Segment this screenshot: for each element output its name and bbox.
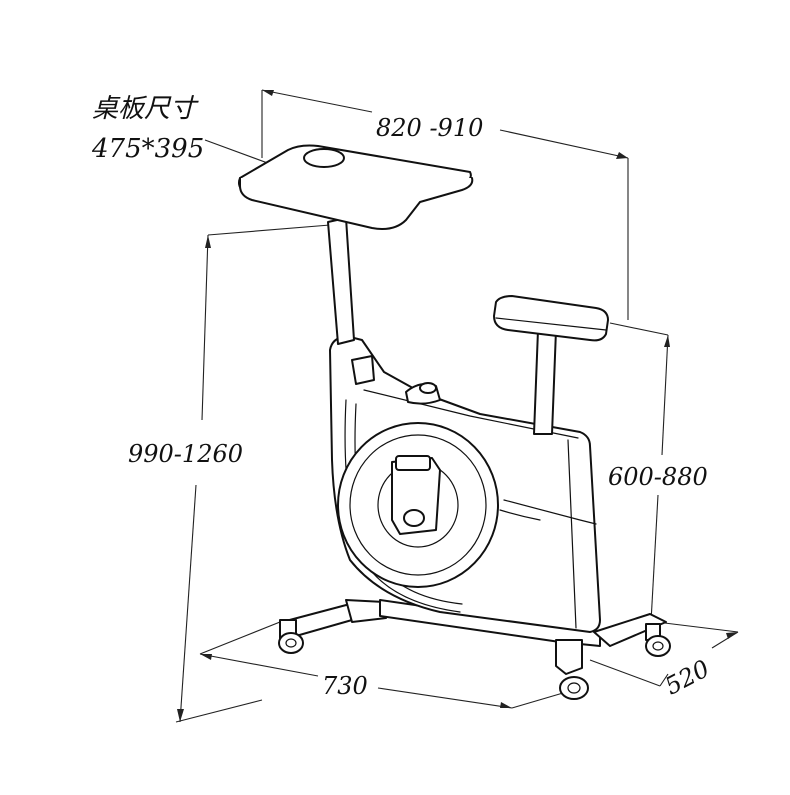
console [351,355,441,405]
tabletop-size-label: 475*395 [91,134,204,164]
length-label: 820 -910 [376,114,483,142]
desk-post [327,217,355,345]
tabletop-title: 桌板尺寸 [92,94,199,124]
seat-post [533,329,557,435]
flywheel [337,422,499,588]
caster-wheel-rear-right [645,623,671,657]
cup-holder [303,148,345,168]
seat [493,295,609,342]
seat-height-label: 600-880 [608,463,708,491]
caster-wheel-rear-left [559,676,589,700]
tabletop [238,144,474,230]
height-label: 990-1260 [128,440,243,468]
base-width-label: 520 [660,654,714,700]
length-dimension [261,89,629,320]
caster-wheel-front-left [278,619,304,654]
height-dimension [175,224,331,723]
base-length-label: 730 [322,672,368,700]
base-length-dimension [199,619,581,709]
